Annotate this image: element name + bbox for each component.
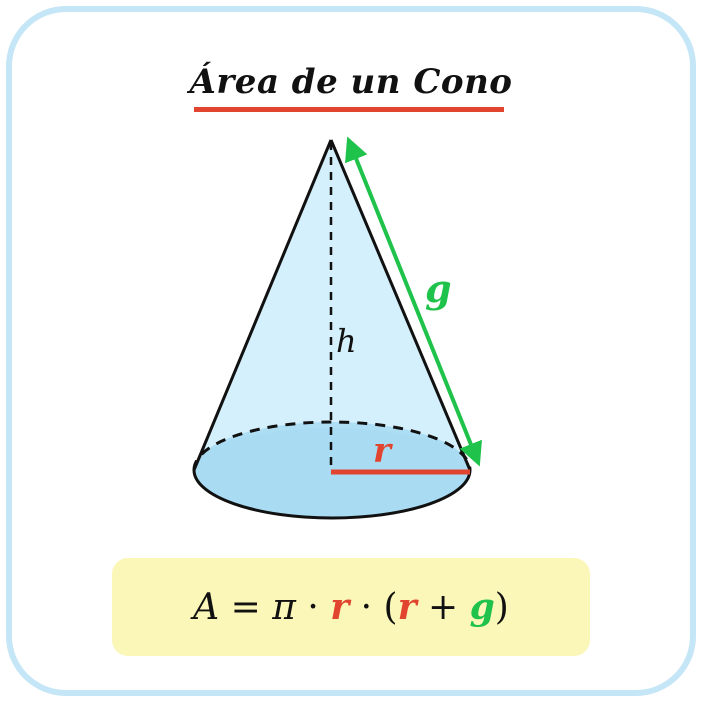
page-title: Área de un Cono	[189, 62, 513, 102]
formula-close-paren: )	[494, 587, 509, 628]
title-underline	[194, 107, 504, 112]
formula-radius-2: r	[397, 586, 417, 628]
formula-dot-paren: · (	[349, 587, 398, 628]
radius-label: r	[373, 431, 393, 471]
base-hidden-edge	[192, 420, 472, 471]
base-visible-edge	[192, 469, 472, 520]
area-formula: A = π · r · (r + g)	[112, 558, 590, 656]
formula-dot: ·	[295, 587, 331, 628]
formula-area-symbol: A	[193, 587, 220, 628]
cone-left-side	[192, 139, 333, 471]
slant-arrow	[345, 136, 482, 467]
slant-label: g	[425, 266, 452, 311]
formula-pi: π	[272, 587, 296, 628]
formula-equals: =	[219, 587, 273, 628]
formula-slant: g	[469, 586, 495, 628]
formula-box: A = π · r · (r + g)	[112, 558, 590, 656]
formula-radius: r	[330, 586, 350, 628]
height-label: h	[336, 322, 357, 360]
formula-plus: +	[416, 587, 470, 628]
